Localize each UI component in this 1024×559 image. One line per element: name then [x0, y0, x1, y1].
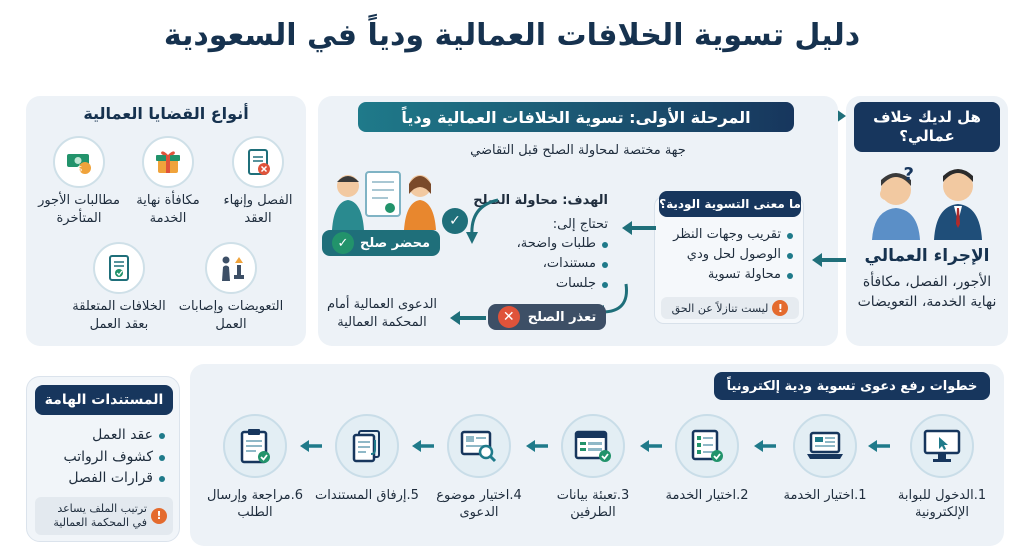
dispute-question: هل لديك خلاف عمالي؟: [854, 102, 1000, 152]
settlement-record-badge: محضر صلح ✓: [322, 230, 440, 256]
arrow-meaning-to-goal: [622, 221, 656, 235]
documents-title: المستندات الهامة: [35, 385, 173, 415]
person-icon: [332, 175, 364, 230]
step-arrow: [300, 440, 322, 452]
meaning-note: ! ليست تنازلاً عن الحق: [661, 297, 799, 319]
injury-icon: [205, 242, 257, 294]
needs-item: طلبات واضحة،: [494, 234, 608, 254]
meaning-item: محاولة تسوية: [661, 265, 793, 285]
laptop-icon: [793, 414, 857, 478]
step-item: 5.إرفاق المستندات: [312, 414, 422, 505]
attachment-icon: [335, 414, 399, 478]
document-item: كشوف الرواتب: [45, 447, 165, 469]
monitor-cursor-icon: [910, 414, 974, 478]
step-arrow: [526, 440, 548, 452]
meaning-box: ما معنى التسوية الودية؟ تقريب وجهات النظ…: [654, 191, 804, 324]
arrow-failed-to-lawsuit: [450, 311, 486, 325]
case-type-item: $ مطالبات الأجور المتأخرة: [34, 136, 124, 227]
needs-item: مستندات،: [494, 254, 608, 274]
case-types-panel: أنواع القضايا العمالية الفصل وإنهاء العق…: [26, 96, 306, 346]
step-item: 4.اختيار موضوع الدعوى: [424, 414, 534, 522]
step-arrow: [868, 440, 890, 452]
person-icon: [404, 175, 436, 230]
goal-text: الهدف: محاولة الصلح: [473, 193, 608, 208]
clipboard-check-icon: [223, 414, 287, 478]
form-icon: [561, 414, 625, 478]
meaning-item: تقريب وجهات النظر: [661, 225, 793, 245]
step-arrow: [754, 440, 776, 452]
procedure-title: الإجراء العمالي: [864, 246, 990, 266]
procedure-items: الأجور، الفصل، مكافأة نهاية الخدمة، التع…: [857, 274, 997, 311]
case-type-item: مكافأة نهاية الخدمة: [126, 136, 210, 227]
case-type-item: الخلافات المتعلقة بعقد العمل: [64, 242, 174, 333]
document-dismiss-icon: [232, 136, 284, 188]
step-arrow: [640, 440, 662, 452]
document-item: قرارات الفصل: [45, 468, 165, 490]
settlement-illustration: [332, 171, 436, 230]
document-icon: [365, 171, 401, 217]
stage-one-panel: المرحلة الأولى: تسوية الخلافات العمالية …: [318, 96, 838, 346]
failed-settlement-badge: تعذر الصلح ✕: [488, 304, 606, 330]
case-types-title: أنواع القضايا العمالية: [83, 104, 249, 123]
money-icon: $: [53, 136, 105, 188]
success-check-icon: ✓: [442, 208, 468, 234]
search-document-icon: [447, 414, 511, 478]
step-item: 3.تعبئة بيانات الطرفين: [538, 414, 648, 522]
warning-icon: !: [772, 300, 789, 316]
worried-person-icon: ?: [872, 164, 920, 240]
meaning-title: ما معنى التسوية الودية؟: [659, 191, 801, 217]
case-type-item: التعويضات وإصابات العمل: [176, 242, 286, 333]
step-arrow: [412, 440, 434, 452]
step-item: 1.الدخول للبوابة الإلكترونية: [880, 414, 1004, 522]
needs-list: طلبات واضحة، مستندات، جلسات: [494, 234, 608, 294]
step-item: 1.اختيار الخدمة: [770, 414, 880, 505]
arrow-procedure-to-meaning: [812, 253, 846, 267]
case-type-item: الفصل وإنهاء العقد: [216, 136, 300, 227]
documents-list: عقد العمل كشوف الرواتب قرارات الفصل: [45, 425, 165, 490]
workers-illustration: ?: [872, 164, 982, 240]
documents-note: ! ترتيب الملف يساعد في المحكمة العمالية: [35, 497, 173, 535]
svg-text:$: $: [77, 165, 83, 175]
needs-title: تحتاج إلى:: [552, 217, 608, 232]
meaning-list: تقريب وجهات النظر الوصول لحل ودي محاولة …: [661, 225, 793, 285]
meaning-item: الوصول لحل ودي: [661, 245, 793, 265]
warning-icon: !: [151, 508, 167, 524]
contract-icon: [93, 242, 145, 294]
stage-subtitle: جهة مختصة لمحاولة الصلح قبل التقاضي: [470, 143, 686, 158]
document-item: عقد العمل: [45, 425, 165, 447]
arrow-branch-up: [466, 198, 499, 244]
close-icon: ✕: [497, 306, 520, 328]
check-icon: ✓: [331, 232, 354, 254]
step-item: 6.مراجعة وإرسال الطلب: [200, 414, 310, 522]
lawsuit-text: الدعوى العمالية أمام المحكمة العمالية: [326, 297, 438, 330]
worker-person-icon: [934, 169, 982, 240]
dispute-panel: هل لديك خلاف عمالي؟ ? الإجراء العمالي ال…: [846, 96, 1008, 346]
checklist-icon: [675, 414, 739, 478]
svg-text:?: ?: [904, 164, 914, 185]
needs-item: جلسات: [494, 274, 608, 294]
step-item: 2.اختيار الخدمة: [652, 414, 762, 505]
gift-icon: [142, 136, 194, 188]
steps-title: خطوات رفع دعوى تسوية ودية إلكترونياً: [714, 372, 990, 400]
stage-title: المرحلة الأولى: تسوية الخلافات العمالية …: [358, 102, 794, 132]
page-title: دليل تسوية الخلافات العمالية ودياً في ال…: [163, 18, 861, 53]
documents-panel: المستندات الهامة عقد العمل كشوف الرواتب …: [26, 376, 180, 542]
